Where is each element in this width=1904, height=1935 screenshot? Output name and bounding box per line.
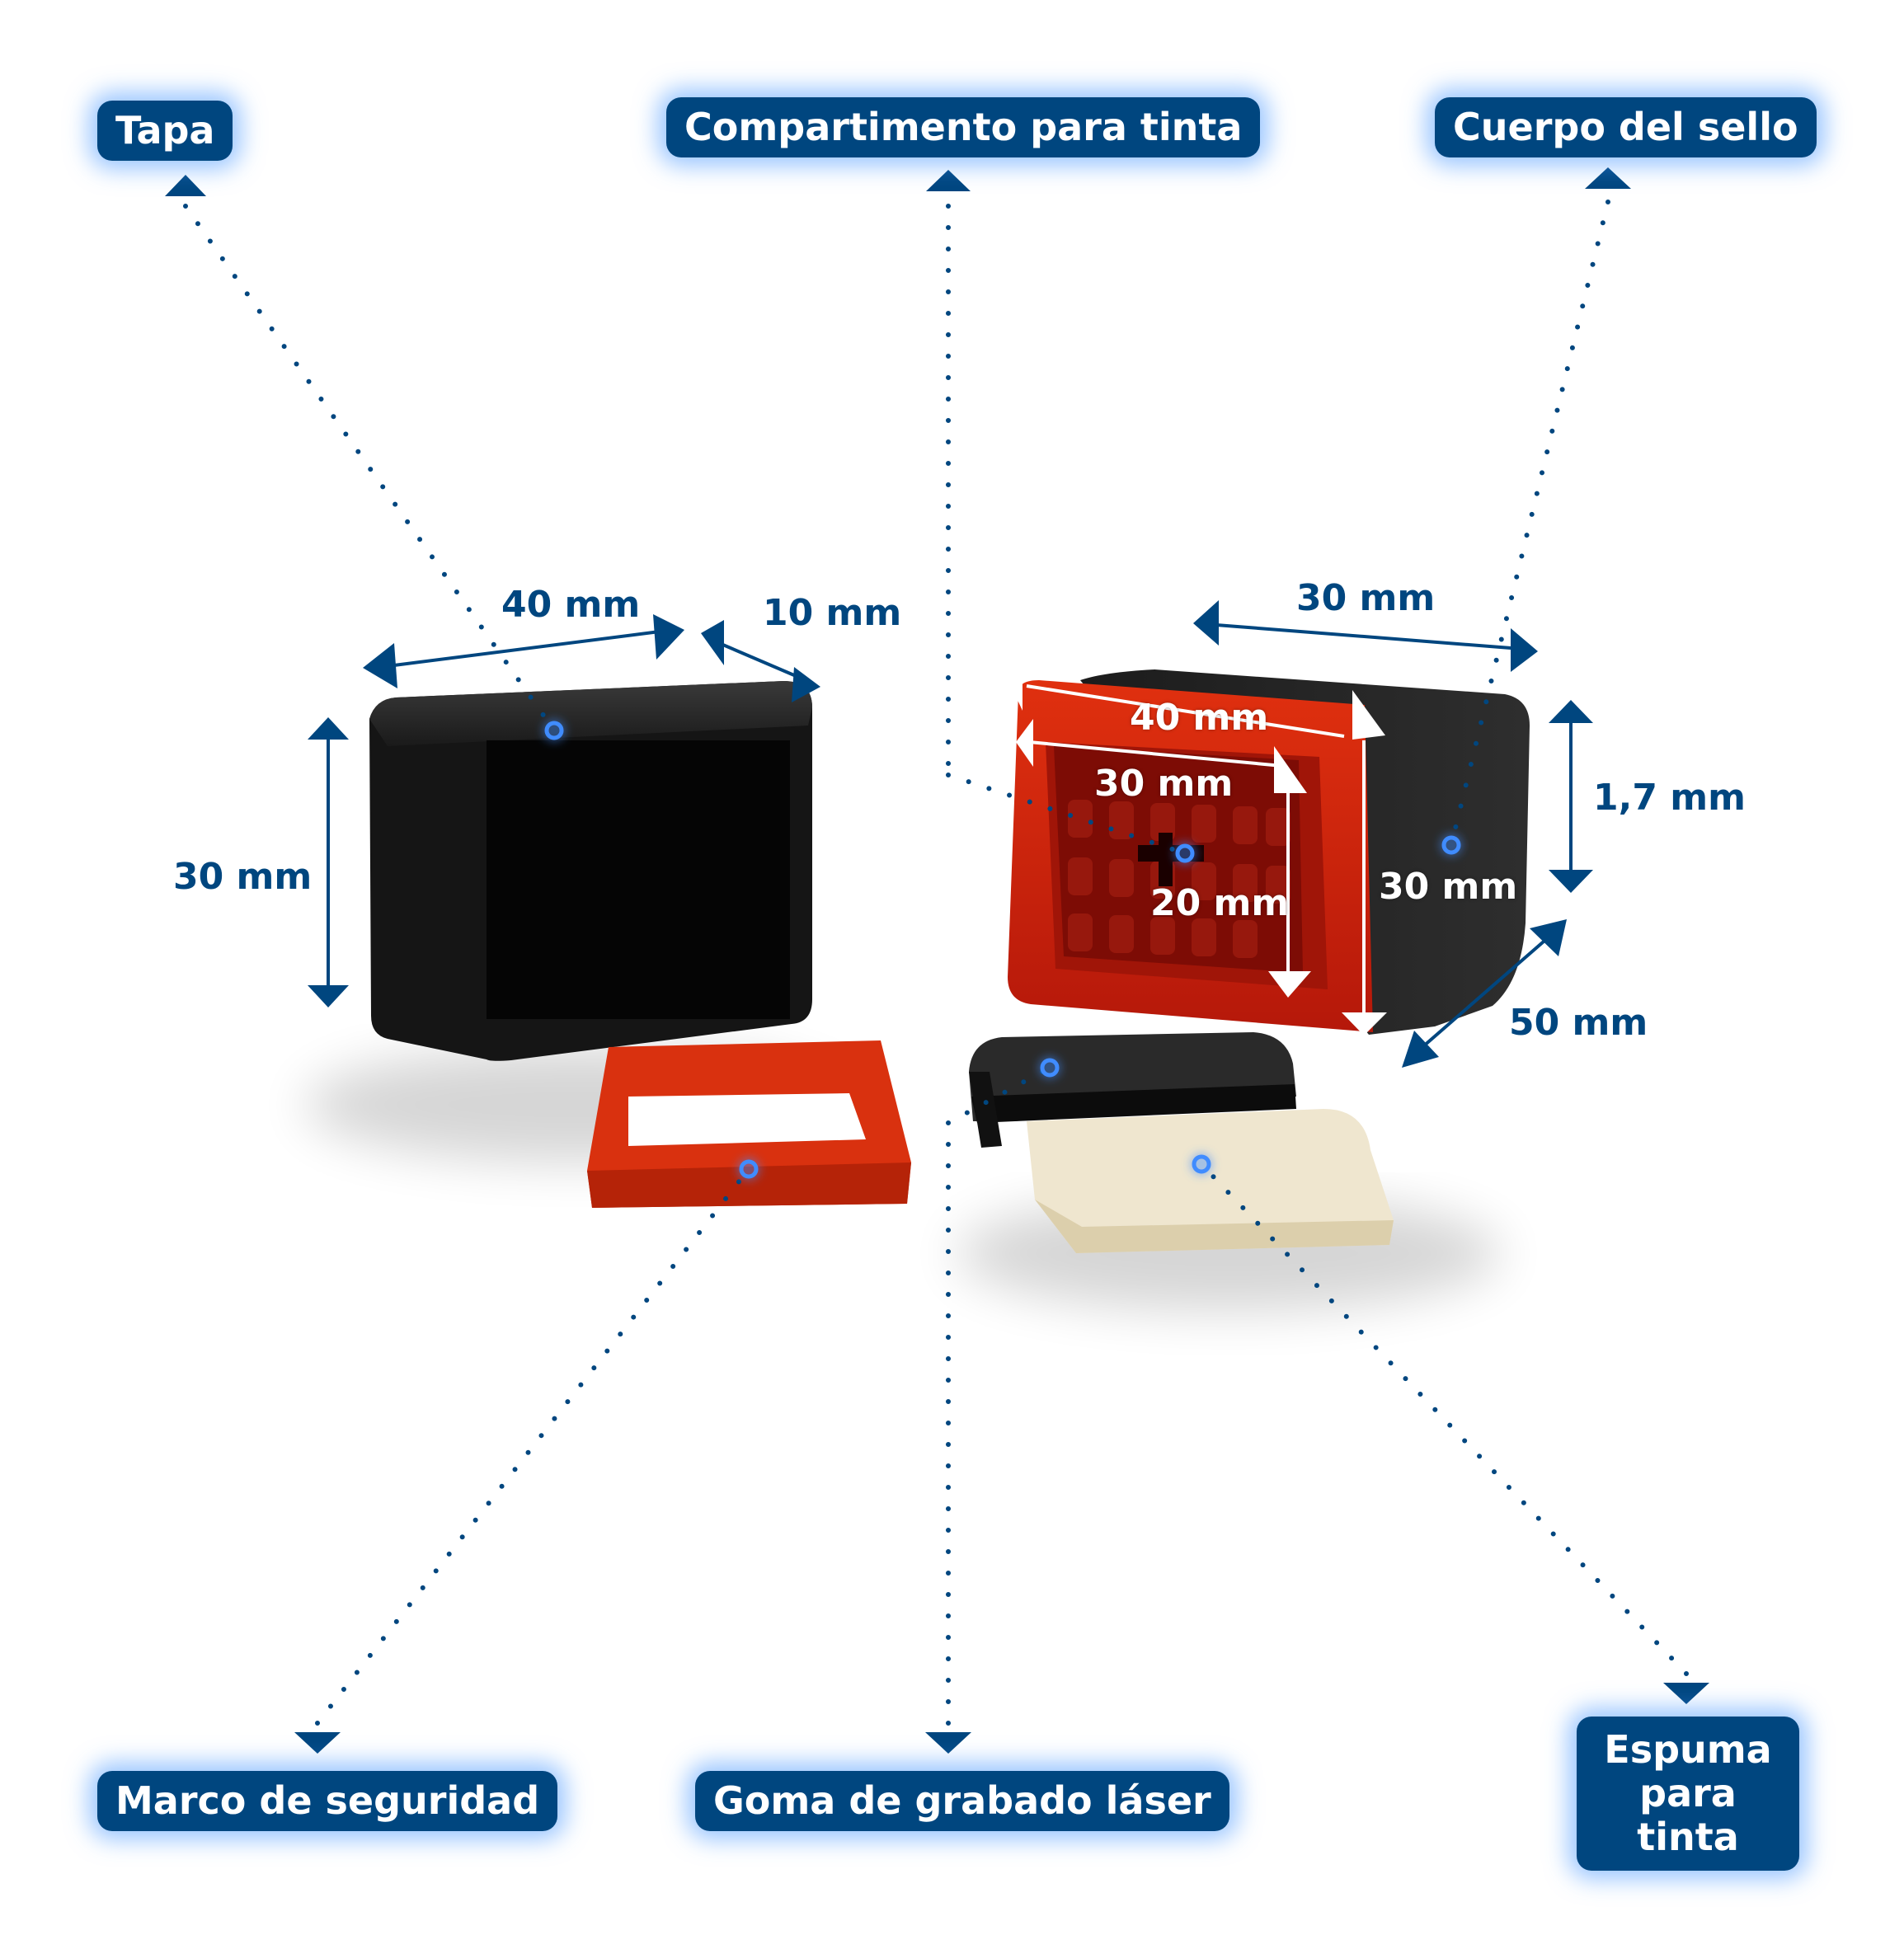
cap-opening xyxy=(487,740,790,1019)
marker-ring-icon xyxy=(739,1159,759,1179)
arrowhead-icon xyxy=(1016,719,1033,767)
arrowhead-icon xyxy=(701,620,724,665)
arrowhead-icon xyxy=(308,985,349,1007)
dim-body-outer-width: 40 mm xyxy=(1130,697,1269,739)
dim-body-inner-width: 30 mm xyxy=(1094,763,1234,805)
rubber-text-pattern xyxy=(1068,800,1290,958)
arrowhead-icon xyxy=(308,717,349,740)
leader-ink-compartment-end xyxy=(946,773,1187,856)
leader-safety-frame xyxy=(315,1167,751,1726)
marker-ring-icon xyxy=(1040,1058,1060,1078)
cap-part xyxy=(369,681,812,1061)
arrowhead-icon xyxy=(1352,690,1385,740)
part-markers xyxy=(544,721,1461,1179)
arrow-down-icon xyxy=(925,1732,971,1754)
arrow-down-icon xyxy=(1663,1683,1709,1704)
white-dimension-arrows xyxy=(1010,661,1387,1036)
label-ink-foam-line1: Espuma xyxy=(1604,1727,1772,1772)
dim-cap-width: 40 mm xyxy=(501,584,641,626)
marker-ring-icon xyxy=(1192,1154,1211,1174)
arrowhead-icon xyxy=(1549,870,1593,893)
label-ink-foam-line2: para tinta xyxy=(1637,1770,1739,1859)
arrowhead-icon xyxy=(363,643,397,688)
arrowhead-icon xyxy=(653,614,684,660)
dim-body-outer-height: 30 mm xyxy=(1379,866,1518,908)
marker-ring-icon xyxy=(544,721,564,740)
dim-line-cap-width xyxy=(387,630,661,668)
dim-line-cap-depth xyxy=(718,641,801,679)
arrow-up-icon xyxy=(1585,167,1631,189)
leader-arrowheads xyxy=(165,167,1709,1754)
dim-line-body-depth xyxy=(1215,623,1522,650)
marker-ring-icon xyxy=(1175,843,1195,863)
label-safety-frame: Marco de seguridad xyxy=(97,1771,558,1831)
dim-cap-height: 30 mm xyxy=(173,856,313,898)
arrow-down-icon xyxy=(294,1732,341,1754)
dim-body-side-height: 1,7 mm xyxy=(1593,777,1746,819)
label-ink-foam: Espuma para tinta xyxy=(1577,1717,1799,1871)
arrowhead-icon xyxy=(792,667,820,702)
ink-foam-part xyxy=(1027,1109,1394,1253)
label-ink-compartment: Compartimento para tinta xyxy=(666,97,1261,157)
dim-body-inner-height: 20 mm xyxy=(1150,882,1290,924)
dim-line-body-length xyxy=(1421,934,1552,1049)
arrowhead-icon xyxy=(1549,700,1593,723)
leader-cap xyxy=(183,204,557,733)
label-cap: Tapa xyxy=(97,101,233,161)
label-stamp-body: Cuerpo del sello xyxy=(1435,97,1817,157)
arrowhead-icon xyxy=(1402,1031,1439,1068)
safety-frame-part xyxy=(587,1040,911,1208)
arrowhead-icon xyxy=(1268,971,1311,998)
dim-line-body-inner-width xyxy=(1028,740,1283,768)
arrowhead-icon xyxy=(1511,628,1538,672)
dim-line-body-outer-width xyxy=(1026,684,1345,738)
marker-ring-icon xyxy=(1441,835,1461,855)
arrow-up-icon xyxy=(165,175,206,196)
leader-lines xyxy=(183,200,1689,1726)
leader-laser-rubber-end xyxy=(946,1065,1052,1125)
arrowhead-icon xyxy=(1010,661,1023,711)
arrowhead-icon xyxy=(1193,600,1219,646)
dim-body-depth: 30 mm xyxy=(1296,577,1436,619)
dim-cap-depth: 10 mm xyxy=(763,592,902,634)
laser-rubber-part xyxy=(969,1032,1296,1148)
label-laser-rubber: Goma de grabado láser xyxy=(695,1771,1229,1831)
arrowhead-icon xyxy=(1530,919,1567,956)
arrowhead-icon xyxy=(1342,1012,1387,1036)
dim-body-length: 50 mm xyxy=(1509,1002,1648,1044)
arrowhead-icon xyxy=(1274,746,1307,793)
arrow-up-icon xyxy=(926,170,971,191)
navy-dimension-arrows xyxy=(308,600,1593,1068)
